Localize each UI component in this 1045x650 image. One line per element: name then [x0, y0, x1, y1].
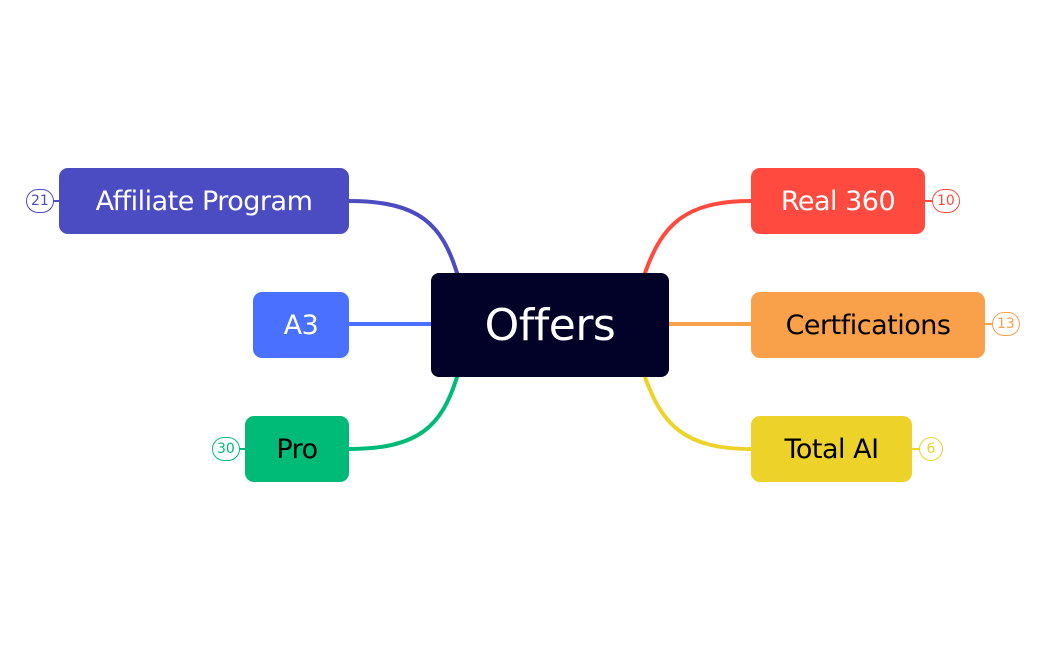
connector-real360: [643, 199, 753, 275]
connector-totalai: [643, 375, 753, 451]
branch-total-ai[interactable]: Total AI: [751, 416, 912, 482]
branch-real360-label: Real 360: [780, 185, 896, 217]
central-topic-label: Offers: [484, 299, 616, 351]
affiliate-count-badge[interactable]: 21: [26, 189, 54, 213]
branch-affiliate-label: Affiliate Program: [95, 185, 313, 217]
connector-pro: [347, 375, 459, 451]
totalai-count-badge[interactable]: 6: [919, 437, 943, 461]
branch-a3-label: A3: [283, 309, 319, 341]
branch-certifications[interactable]: Certfications: [751, 292, 985, 358]
branch-a3[interactable]: A3: [253, 292, 349, 358]
totalai-count: 6: [926, 441, 936, 457]
branch-pro[interactable]: Pro: [245, 416, 349, 482]
branch-certifications-label: Certfications: [785, 309, 951, 341]
real360-count: 10: [937, 193, 955, 209]
central-topic-offers[interactable]: Offers: [431, 273, 669, 377]
branch-real-360[interactable]: Real 360: [751, 168, 925, 234]
branch-pro-label: Pro: [276, 433, 318, 465]
pro-count: 30: [217, 441, 235, 457]
certifications-count: 13: [997, 316, 1015, 332]
branch-affiliate-program[interactable]: Affiliate Program: [59, 168, 349, 234]
connector-affiliate: [347, 199, 459, 275]
affiliate-count: 21: [31, 193, 49, 209]
real360-count-badge[interactable]: 10: [932, 189, 960, 213]
pro-count-badge[interactable]: 30: [212, 437, 240, 461]
branch-totalai-label: Total AI: [784, 433, 879, 465]
certifications-count-badge[interactable]: 13: [992, 312, 1020, 336]
